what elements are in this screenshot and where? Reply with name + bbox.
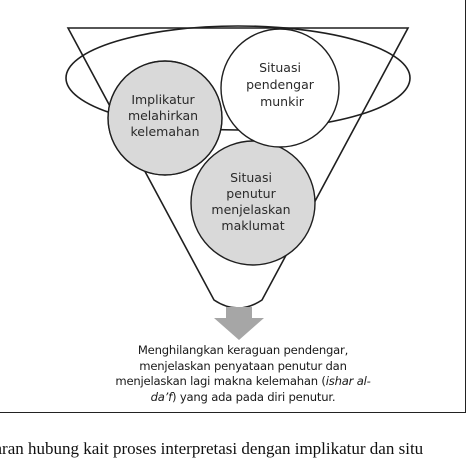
outcome-line-3: menjelaskan lagi makna kelemahan (ishar … xyxy=(115,374,371,388)
outcome-line-4: da’f) yang ada pada diri penutur. xyxy=(150,389,336,404)
figure-caption: baran hubung kait proses interpretasi de… xyxy=(0,439,424,458)
outcome-line-1: Menghilangkan keraguan pendengar, xyxy=(137,343,349,357)
label-implikatur: Implikatur melahirkan kelemahan xyxy=(128,92,202,139)
outcome-line-2: menjelaskan penyataan penutur dan xyxy=(139,358,347,373)
circle-situasi-pendengar xyxy=(220,28,340,148)
down-arrow-icon xyxy=(214,307,264,340)
outcome-text: Menghilangkan keraguan pendengar, menjel… xyxy=(112,343,374,405)
label-situasi-penutur: Situasi penutur menjelaskan maklumat xyxy=(211,170,294,233)
circle-implikatur-outline xyxy=(107,60,223,176)
label-situasi-pendengar: Situasi pendengar munkir xyxy=(246,60,318,109)
